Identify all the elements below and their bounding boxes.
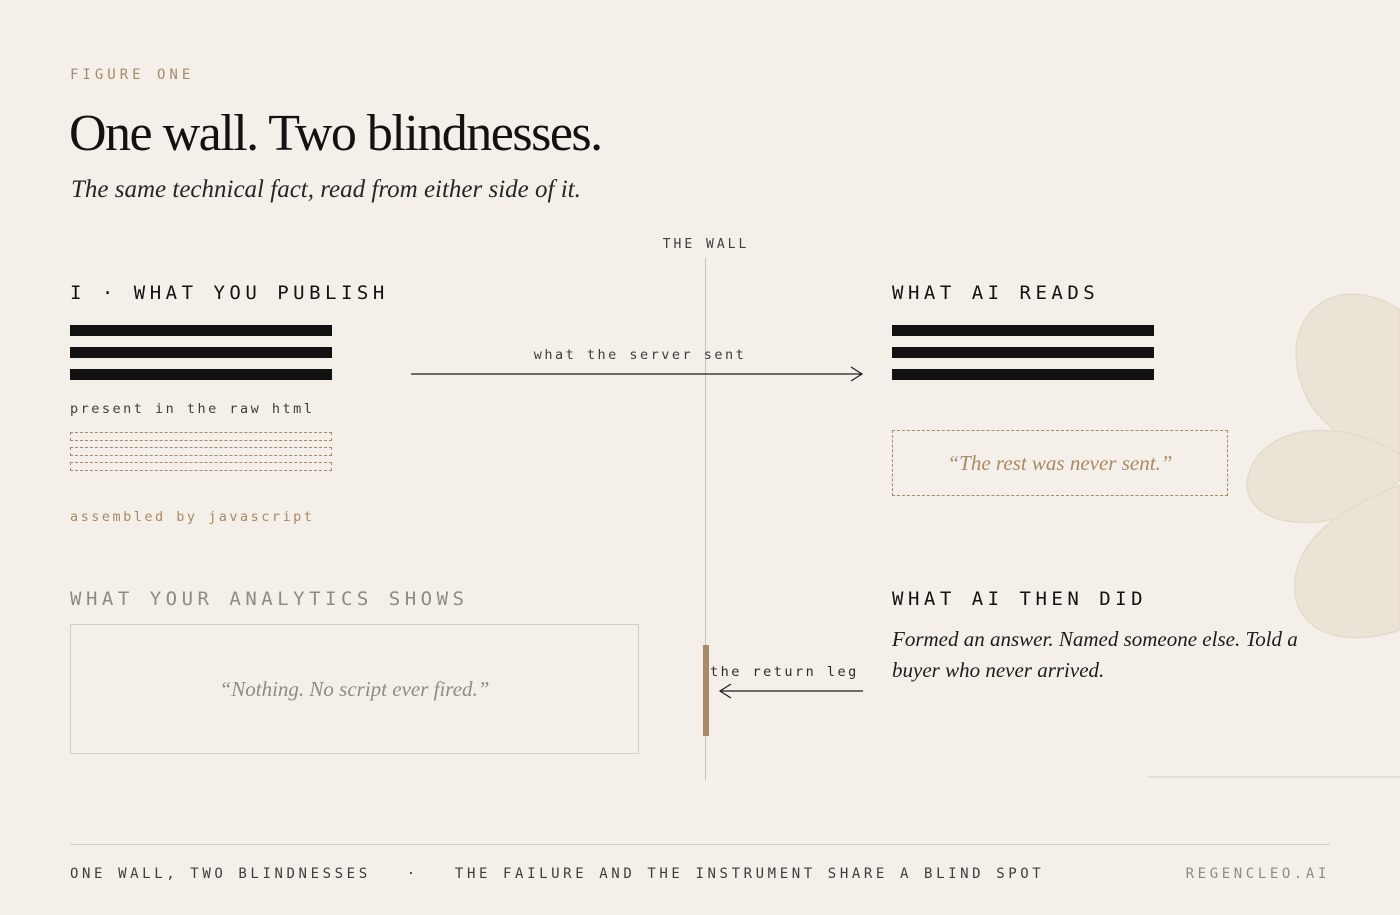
figure-eyebrow: FIGURE ONE bbox=[70, 67, 195, 83]
never-sent-box: “The rest was never sent.” bbox=[892, 430, 1228, 496]
figure-title: One wall. Two blindnesses. bbox=[69, 105, 603, 162]
never-sent-quote: “The rest was never sent.” bbox=[947, 450, 1173, 475]
footer-divider bbox=[70, 844, 1330, 845]
server-sent-label: what the server sent bbox=[533, 347, 747, 363]
decorative-flower-icon bbox=[1246, 293, 1400, 639]
content-bar bbox=[892, 325, 1154, 336]
raw-html-label: present in the raw html bbox=[70, 401, 315, 417]
wall-label: THE WALL bbox=[662, 237, 750, 252]
ai-read-content-bars bbox=[892, 325, 1154, 391]
arrow-right-icon bbox=[411, 366, 864, 382]
javascript-content-bars bbox=[70, 432, 332, 477]
publish-heading: I · WHAT YOU PUBLISH bbox=[70, 282, 389, 304]
dashed-content-bar bbox=[70, 432, 332, 441]
decorative-rule bbox=[1148, 776, 1400, 778]
analytics-quote: “Nothing. No script ever fired.” bbox=[219, 676, 490, 701]
figure-subtitle: The same technical fact, read from eithe… bbox=[71, 176, 581, 203]
content-bar bbox=[892, 369, 1154, 380]
ai-then-text: Formed an answer. Named someone else. To… bbox=[892, 627, 1298, 682]
footer-brand: REGENCLEO.AI bbox=[1185, 866, 1330, 882]
analytics-box: “Nothing. No script ever fired.” bbox=[70, 624, 639, 754]
content-bar bbox=[70, 325, 332, 336]
javascript-label: assembled by javascript bbox=[70, 509, 315, 525]
return-leg-marker bbox=[703, 645, 709, 736]
analytics-heading: WHAT YOUR ANALYTICS SHOWS bbox=[70, 588, 469, 610]
arrow-left-icon bbox=[718, 683, 863, 699]
dashed-content-bar bbox=[70, 447, 332, 456]
footer-caption: ONE WALL, TWO BLINDNESSES · THE FAILURE … bbox=[70, 866, 1045, 882]
return-leg-label: the return leg bbox=[710, 664, 859, 680]
published-content-bars bbox=[70, 325, 332, 391]
content-bar bbox=[892, 347, 1154, 358]
ai-reads-heading: WHAT AI READS bbox=[892, 282, 1100, 304]
wall-line bbox=[705, 258, 706, 780]
content-bar bbox=[70, 369, 332, 380]
dashed-content-bar bbox=[70, 462, 332, 471]
content-bar bbox=[70, 347, 332, 358]
ai-then-heading: WHAT AI THEN DID bbox=[892, 588, 1148, 610]
